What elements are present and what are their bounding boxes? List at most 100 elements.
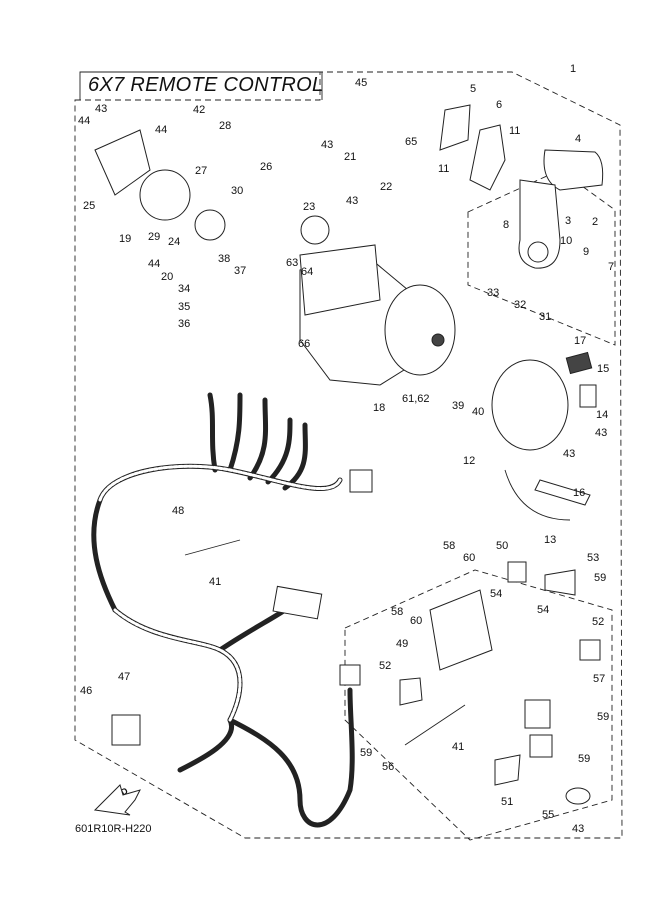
title-box bbox=[79, 71, 323, 100]
connector-big bbox=[272, 585, 323, 620]
callout: 50 bbox=[496, 540, 508, 552]
callout: 41 bbox=[452, 741, 464, 753]
callout: 24 bbox=[168, 236, 180, 248]
assembly-boundary bbox=[74, 71, 623, 839]
bracket-52b bbox=[579, 639, 601, 661]
callout: 49 bbox=[396, 638, 408, 650]
callout: 29 bbox=[148, 231, 160, 243]
connector-c bbox=[339, 664, 361, 686]
trim-cover bbox=[504, 469, 571, 521]
callout: 51 bbox=[501, 796, 513, 808]
control-lever-boundary bbox=[467, 169, 616, 346]
callout: 59 bbox=[578, 753, 590, 765]
bracket-57 bbox=[524, 699, 551, 729]
callout: 44 bbox=[78, 115, 90, 127]
callout: 7 bbox=[608, 261, 614, 273]
callout: 35 bbox=[178, 301, 190, 313]
gear-23 bbox=[300, 215, 330, 245]
diagram-title: 6X7 REMOTE CONTROL bbox=[88, 74, 324, 96]
callout: 13 bbox=[544, 534, 556, 546]
callout: 56 bbox=[382, 761, 394, 773]
switch-17 bbox=[565, 351, 593, 375]
callout: 18 bbox=[373, 402, 385, 414]
cable-bracket bbox=[439, 104, 471, 151]
callout: 59 bbox=[594, 572, 606, 584]
callout: 47 bbox=[118, 671, 130, 683]
callout: 30 bbox=[231, 185, 243, 197]
callout: 59 bbox=[597, 711, 609, 723]
gear-19 bbox=[139, 169, 191, 221]
callout: 2 bbox=[592, 216, 598, 228]
drawing-code: 601R10R-H220 bbox=[75, 823, 152, 835]
callout: 31 bbox=[539, 311, 551, 323]
callout: 11 bbox=[509, 125, 520, 137]
callout-labels: 1 2 3 4 5 6 7 8 9 10 11 11 12 13 14 15 1… bbox=[78, 63, 614, 835]
callout: 21 bbox=[344, 151, 356, 163]
housing-face bbox=[384, 284, 456, 376]
fwd-arrow bbox=[93, 784, 141, 816]
callout: 40 bbox=[472, 406, 484, 418]
shaft-hole bbox=[431, 333, 445, 347]
callout: 45 bbox=[355, 77, 367, 89]
callout: 43 bbox=[572, 823, 584, 835]
side-cover bbox=[491, 359, 569, 451]
callout: 46 bbox=[80, 685, 92, 697]
callout: 58 bbox=[391, 606, 403, 618]
callout: 25 bbox=[83, 200, 95, 212]
callout: 58 bbox=[443, 540, 455, 552]
clamp-55 bbox=[565, 787, 591, 805]
callout: 39 bbox=[452, 400, 464, 412]
callout: 1 bbox=[570, 63, 576, 75]
callout: 26 bbox=[260, 161, 272, 173]
switch-50 bbox=[507, 561, 527, 583]
callout: 23 bbox=[303, 201, 315, 213]
callout: 19 bbox=[119, 233, 131, 245]
callout: 52 bbox=[379, 660, 391, 672]
callout: 10 bbox=[560, 235, 572, 247]
callout: 16 bbox=[573, 487, 585, 499]
connector-b bbox=[349, 469, 373, 493]
callout: 54 bbox=[537, 604, 549, 616]
callout: 63 bbox=[286, 257, 298, 269]
bracket-57b bbox=[529, 734, 553, 758]
callout: 65 bbox=[405, 136, 417, 148]
callout: 15 bbox=[597, 363, 609, 375]
switch-15 bbox=[579, 384, 597, 408]
callout: 36 bbox=[178, 318, 190, 330]
callout: 55 bbox=[542, 809, 554, 821]
band-41b bbox=[404, 704, 466, 746]
callout: 12 bbox=[463, 455, 475, 467]
callout: 3 bbox=[565, 215, 571, 227]
callout: 17 bbox=[574, 335, 586, 347]
gear-24 bbox=[194, 209, 226, 241]
callout: 8 bbox=[503, 219, 509, 231]
callout: 61,62 bbox=[402, 393, 430, 405]
plate-16 bbox=[534, 479, 591, 506]
bracket-51 bbox=[494, 754, 521, 786]
callout: 34 bbox=[178, 283, 190, 295]
callout: 66 bbox=[298, 338, 310, 350]
callout: 44 bbox=[148, 258, 160, 270]
callout: 59 bbox=[360, 747, 372, 759]
callout: 28 bbox=[219, 120, 231, 132]
callout: 38 bbox=[218, 253, 230, 265]
callout: 41 bbox=[209, 576, 221, 588]
callout: 6 bbox=[496, 99, 502, 111]
bracket-52 bbox=[399, 677, 423, 706]
callout: 53 bbox=[587, 552, 599, 564]
callout: 43 bbox=[346, 195, 358, 207]
connector-46 bbox=[111, 714, 141, 746]
callout: 32 bbox=[514, 299, 526, 311]
callout: 57 bbox=[593, 673, 605, 685]
callout: 5 bbox=[470, 83, 476, 95]
callout: 11 bbox=[438, 163, 449, 175]
callout: 22 bbox=[380, 181, 392, 193]
bracket-boundary bbox=[344, 569, 613, 841]
control-module bbox=[429, 589, 493, 671]
callout: 4 bbox=[575, 133, 581, 145]
callout: 60 bbox=[463, 552, 475, 564]
callout: 48 bbox=[172, 505, 184, 517]
callout: 43 bbox=[595, 427, 607, 439]
callout: 27 bbox=[195, 165, 207, 177]
